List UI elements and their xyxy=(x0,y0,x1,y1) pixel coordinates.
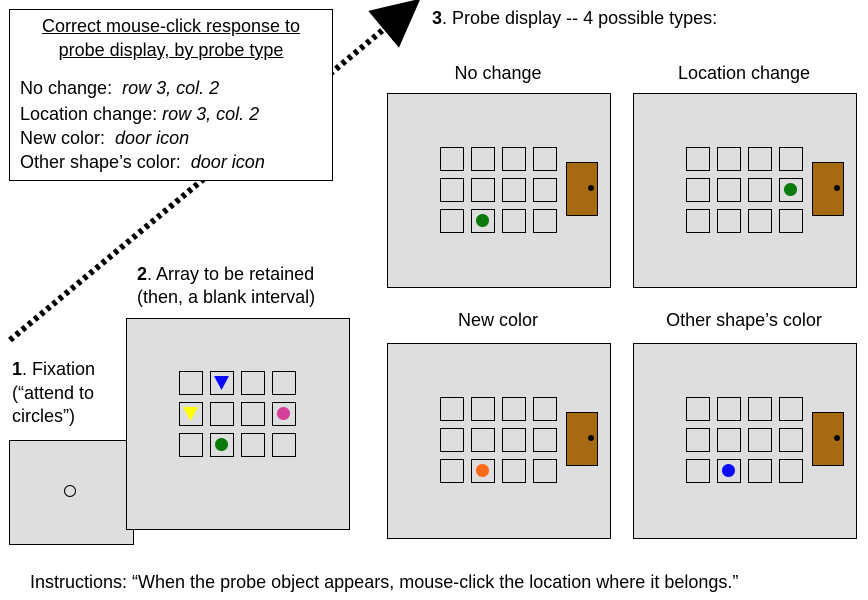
grid-cell xyxy=(748,459,772,483)
door-icon xyxy=(566,412,598,466)
instructions-text: Instructions: “When the probe object app… xyxy=(30,572,739,592)
grid-cell xyxy=(440,397,464,421)
orange-circle-icon xyxy=(476,464,489,477)
grid-cell xyxy=(533,147,557,171)
grid-cell xyxy=(533,209,557,233)
green-circle-icon xyxy=(215,438,228,451)
grid-cell xyxy=(440,459,464,483)
grid-cell xyxy=(686,459,710,483)
grid-cell xyxy=(502,178,526,202)
probe-label-other-shape-color: Other shape’s color xyxy=(666,310,822,330)
grid-cell xyxy=(717,397,741,421)
grid-cell xyxy=(748,178,772,202)
grid-cell xyxy=(471,209,495,233)
legend-title-line1: Correct mouse-click response to xyxy=(41,16,301,36)
memory-array-screen xyxy=(126,318,350,530)
green-circle-icon xyxy=(784,183,797,196)
grid-cell xyxy=(502,209,526,233)
probe-label-location-change: Location change xyxy=(677,63,811,83)
grid-cell xyxy=(717,428,741,452)
response-legend-box: Correct mouse-click response to probe di… xyxy=(9,9,333,181)
grid-cell xyxy=(471,178,495,202)
grid-cell xyxy=(748,147,772,171)
grid-cell xyxy=(241,371,265,395)
grid-cell xyxy=(717,147,741,171)
step1-label: 1. Fixation xyxy=(12,359,96,379)
grid-cell xyxy=(717,459,741,483)
step1-sublabel-line1: (“attend to xyxy=(12,383,95,403)
grid-cell xyxy=(502,397,526,421)
probe-screen-no-change xyxy=(387,93,611,288)
grid-cell xyxy=(748,209,772,233)
grid-cell xyxy=(471,459,495,483)
grid-cell xyxy=(241,433,265,457)
grid-cell xyxy=(686,397,710,421)
grid-cell xyxy=(440,209,464,233)
grid-cell xyxy=(210,371,234,395)
grid-cell xyxy=(210,402,234,426)
probe-label-no-change: No change xyxy=(454,63,542,83)
step2-label: 2. Array to be retained xyxy=(137,264,315,284)
blue-triangle-icon xyxy=(214,376,229,390)
legend-title-line2: probe display, by probe type xyxy=(58,40,284,60)
grid-cell xyxy=(272,402,296,426)
magenta-circle-icon xyxy=(277,407,290,420)
grid-cell xyxy=(533,397,557,421)
grid-cell xyxy=(272,433,296,457)
legend-row-other-shape-color: Other shape’s color: door icon xyxy=(20,152,265,172)
door-icon xyxy=(566,162,598,216)
grid-cell xyxy=(779,397,803,421)
grid-cell xyxy=(471,428,495,452)
door-icon xyxy=(812,162,844,216)
probe-label-new-color: New color xyxy=(457,310,539,330)
grid-cell xyxy=(471,147,495,171)
grid-cell xyxy=(502,147,526,171)
fixation-screen xyxy=(9,440,134,545)
grid-cell xyxy=(779,209,803,233)
grid-cell xyxy=(686,178,710,202)
step2-sublabel: (then, a blank interval) xyxy=(137,287,316,307)
grid-cell xyxy=(533,428,557,452)
legend-row-location-change: Location change: row 3, col. 2 xyxy=(20,104,260,124)
legend-row-no-change: No change: row 3, col. 2 xyxy=(20,78,220,98)
green-circle-icon xyxy=(476,214,489,227)
grid-cell xyxy=(717,178,741,202)
grid-cell xyxy=(471,397,495,421)
yellow-triangle-icon xyxy=(183,407,198,421)
grid-cell xyxy=(748,428,772,452)
grid-cell xyxy=(241,402,265,426)
grid-cell xyxy=(440,428,464,452)
legend-row-new-color: New color: door icon xyxy=(20,128,190,148)
probe-screen-other-shape-color xyxy=(633,343,857,539)
grid-cell xyxy=(748,397,772,421)
grid-cell xyxy=(533,178,557,202)
grid-cell xyxy=(179,433,203,457)
grid-cell xyxy=(533,459,557,483)
grid-cell xyxy=(179,371,203,395)
grid-cell xyxy=(779,428,803,452)
grid-cell xyxy=(272,371,296,395)
grid-cell xyxy=(440,178,464,202)
grid-cell xyxy=(686,428,710,452)
probe-screen-location-change xyxy=(633,93,857,288)
grid-cell xyxy=(179,402,203,426)
grid-cell xyxy=(779,178,803,202)
grid-cell xyxy=(717,209,741,233)
grid-cell xyxy=(440,147,464,171)
probe-screen-new-color xyxy=(387,343,611,539)
step3-label: 3. Probe display -- 4 possible types: xyxy=(432,8,718,28)
step1-sublabel-line2: circles”) xyxy=(12,406,75,426)
blue-circle-icon xyxy=(722,464,735,477)
grid-cell xyxy=(779,147,803,171)
door-icon xyxy=(812,412,844,466)
fixation-circle-icon xyxy=(64,485,76,497)
grid-cell xyxy=(686,209,710,233)
grid-cell xyxy=(502,459,526,483)
grid-cell xyxy=(779,459,803,483)
grid-cell xyxy=(686,147,710,171)
grid-cell xyxy=(502,428,526,452)
grid-cell xyxy=(210,433,234,457)
